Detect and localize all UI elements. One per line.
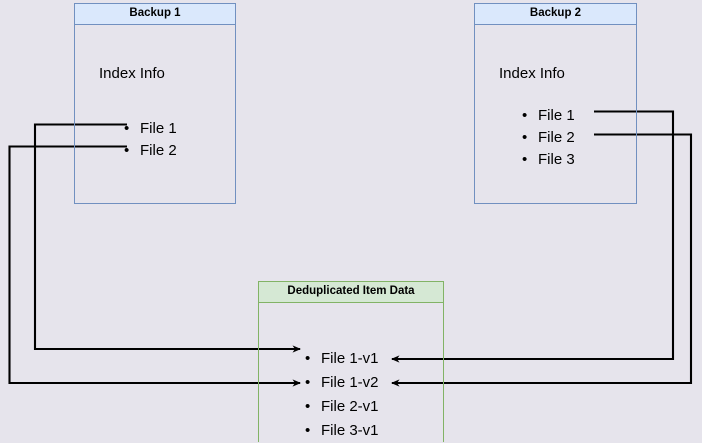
connector-backup1-file1-to-file1v1 [33, 123, 301, 353]
backup-1-body: Index Info File 1 File 2 [75, 25, 235, 203]
backup-1-box[interactable]: Backup 1 Index Info File 1 File 2 [74, 3, 236, 204]
backup-2-index-label: Index Info [499, 65, 565, 82]
backup-2-file-item[interactable]: File 1 [522, 105, 575, 127]
connector-backup1-file2-to-file2v1 [8, 145, 301, 387]
backup-1-file-item[interactable]: File 2 [124, 140, 177, 162]
backup-2-file-item[interactable]: File 3 [522, 149, 575, 171]
backup-1-file-item[interactable]: File 1 [124, 118, 177, 140]
connector-backup2-file2-to-file2v1 [391, 133, 693, 387]
dedup-item-list: File 1-v1 File 1-v2 File 2-v1 File 3-v1 [305, 347, 379, 443]
connector-backup2-file1-to-file1v2 [391, 110, 675, 363]
dedup-list-item[interactable]: File 1-v1 [305, 347, 379, 371]
deduplicated-item-data-title: Deduplicated Item Data [259, 282, 443, 303]
backup-1-file-list: File 1 File 2 [124, 118, 177, 162]
backup-2-file-list: File 1 File 2 File 3 [522, 105, 575, 171]
backup-2-file-item[interactable]: File 2 [522, 127, 575, 149]
dedup-list-item[interactable]: File 2-v1 [305, 395, 379, 419]
backup-1-index-label: Index Info [99, 65, 165, 82]
backup-2-body: Index Info File 1 File 2 File 3 [475, 25, 636, 203]
deduplicated-item-data-box[interactable]: Deduplicated Item Data File 1-v1 File 1-… [258, 281, 444, 443]
dedup-list-item[interactable]: File 3-v1 [305, 419, 379, 443]
backup-2-title: Backup 2 [475, 4, 636, 25]
deduplicated-item-data-body: File 1-v1 File 1-v2 File 2-v1 File 3-v1 [259, 303, 443, 443]
dedup-list-item[interactable]: File 1-v2 [305, 371, 379, 395]
backup-2-box[interactable]: Backup 2 Index Info File 1 File 2 File 3 [474, 3, 637, 204]
backup-1-title: Backup 1 [75, 4, 235, 25]
